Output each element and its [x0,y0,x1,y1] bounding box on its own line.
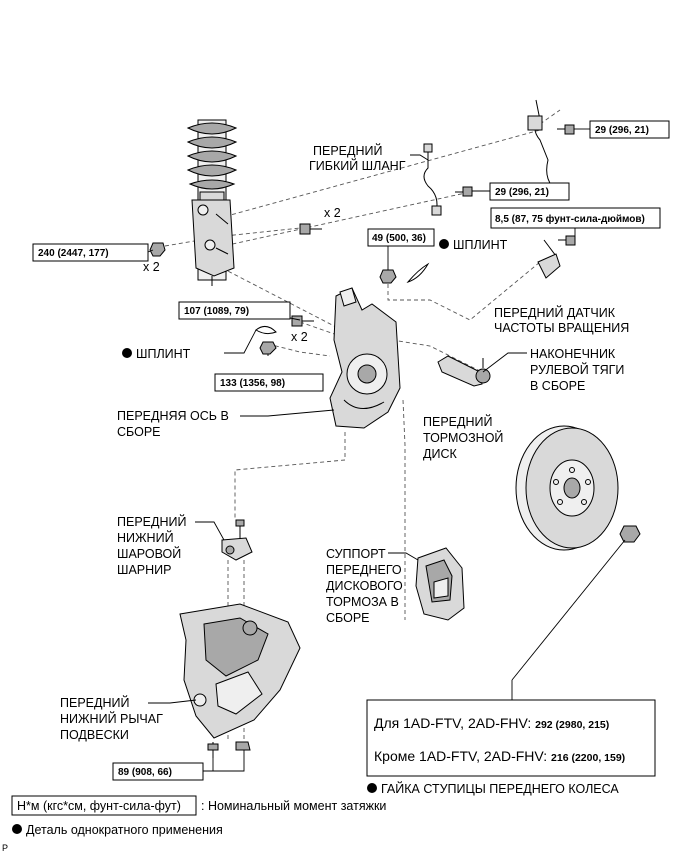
caliper-label-2: ПЕРЕДНЕГО [326,563,402,577]
flexible-hose [423,143,442,216]
tie-rod-end [437,355,491,387]
front-axle-label-2: СБОРЕ [117,425,161,439]
tie-rod-label-3: В СБОРЕ [530,379,585,393]
multiplier-strut-nut: x 2 [143,260,160,274]
label-lower-arm: ПЕРЕДНИЙ НИЖНИЙ РЫЧАГ ПОДВЕСКИ [60,695,163,742]
single-use-dot [122,348,132,358]
single-use-dot [12,824,22,834]
label-front-flexible-hose: ПЕРЕДНИЙ ГИБКИЙ ШЛАНГ [309,143,406,173]
multiplier-bolts: x 2 [324,206,341,220]
strut-bolt [299,223,322,235]
multiplier-axle-bolt: x 2 [291,330,308,344]
legend-unit-desc: : Номинальный момент затяжки [201,799,386,813]
speed-sensor [537,235,576,279]
torque-tierod-nut: 49 (500, 36) [367,228,435,247]
hose-bolt [455,186,473,197]
torque-lower-arm: 89 (908, 66) [112,762,204,781]
caliper-label-5: СБОРЕ [326,611,370,625]
torque-sensor: 8,5 (87, 75 фунт-сила-дюймов) [490,207,661,229]
brake-disc [515,425,619,551]
brake-disc-label-2: ТОРМОЗНОЙ [423,430,503,445]
hub-line2: Кроме 1AD-FTV, 2AD-FHV: 216 (2200, 159) [374,748,625,764]
label-cotter-pin-right: ШПЛИНТ [439,238,508,252]
lower-arm-bolts [207,741,251,758]
ball-joint-label-1: ПЕРЕДНИЙ [117,514,186,529]
speed-sensor-label-2: ЧАСТОТЫ ВРАЩЕНИЯ [494,321,629,335]
torque-top-right-text: 29 (296, 21) [595,125,649,136]
hub-nut-label: ГАЙКА СТУПИЦЫ ПЕРЕДНЕГО КОЛЕСА [381,781,619,796]
ball-joint [221,519,253,561]
front-axle-label-1: ПЕРЕДНЯЯ ОСЬ В [117,409,229,423]
tie-rod-nut [379,269,397,284]
torque-axle-text: 107 (1089, 79) [184,306,249,317]
hub-nut-torque-box: Для 1AD-FTV, 2AD-FHV: 292 (2980, 215) Кр… [366,699,656,777]
corner-mark: P [2,843,8,853]
single-use-dot [439,239,449,249]
legend-torque: Н*м (кгс*см, фунт-сила-фут) : Номинальны… [11,795,386,816]
torque-strut: 240 (2447, 177) [32,243,149,262]
hose-label-2: ГИБКИЙ ШЛАНГ [309,158,406,173]
lower-arm [179,603,301,739]
label-brake-caliper: СУППОРТ ПЕРЕДНЕГО ДИСКОВОГО ТОРМОЗА В СБ… [326,547,403,625]
brake-line-bracket [527,99,575,187]
ball-joint-label-3: ШАРОВОЙ [117,546,181,561]
cotter-pin-left [255,326,277,335]
single-use-dot [367,783,377,793]
label-lower-ball-joint: ПЕРЕДНИЙ НИЖНИЙ ШАРОВОЙ ШАРНИР [117,514,186,577]
coil-spring [186,122,238,190]
torque-ball-nut: 133 (1356, 98) [214,373,324,392]
torque-top-right: 29 (296, 21) [589,120,670,139]
lower-arm-label-3: ПОДВЕСКИ [60,728,129,742]
label-front-axle: ПЕРЕДНЯЯ ОСЬ В СБОРЕ [117,409,229,439]
label-hub-nut: ГАЙКА СТУПИЦЫ ПЕРЕДНЕГО КОЛЕСА [367,781,619,796]
torque-tierod-text: 49 (500, 36) [372,233,426,244]
cotter-pin-right [406,262,430,284]
brake-disc-label-3: ДИСК [423,447,457,461]
caliper-label-3: ДИСКОВОГО [326,579,403,593]
tie-rod-label-1: НАКОНЕЧНИК [530,347,616,361]
hub-line1: Для 1AD-FTV, 2AD-FHV: 292 (2980, 215) [374,715,609,731]
torque-sensor-text: 8,5 (87, 75 фунт-сила-дюймов) [495,213,645,225]
ball-joint-label-2: НИЖНИЙ [117,530,174,545]
torque-lower-arm-text: 89 (908, 66) [118,767,172,778]
axle-bolt [291,315,314,327]
leader-lines [147,128,626,772]
strut-assembly [186,119,238,286]
legend-single-use-text: Деталь однократного применения [26,823,223,837]
brake-caliper [415,547,465,621]
torque-axle-bolt: 107 (1089, 79) [178,301,291,320]
legend-unit-box: Н*м (кгс*см, фунт-сила-фут) [17,799,181,813]
speed-sensor-label-1: ПЕРЕДНИЙ ДАТЧИК [494,305,616,320]
caliper-label-4: ТОРМОЗА В [326,595,399,609]
lower-arm-label-2: НИЖНИЙ РЫЧАГ [60,711,163,726]
brake-disc-label-1: ПЕРЕДНИЙ [423,414,492,429]
ball-joint-nut [259,341,277,355]
tie-rod-label-2: РУЛЕВОЙ ТЯГИ [530,362,624,377]
label-brake-disc: ПЕРЕДНИЙ ТОРМОЗНОЙ ДИСК [423,414,503,461]
lower-arm-label-1: ПЕРЕДНИЙ [60,695,129,710]
torque-hose-text: 29 (296, 21) [495,187,549,198]
strut-nut [149,242,166,257]
label-tie-rod-end: НАКОНЕЧНИК РУЛЕВОЙ ТЯГИ В СБОРЕ [530,347,624,393]
steering-knuckle [329,287,401,429]
torque-ball-nut-text: 133 (1356, 98) [220,378,285,389]
cotter-pin-right-label: ШПЛИНТ [453,238,508,252]
ball-joint-label-4: ШАРНИР [117,563,171,577]
torque-strut-text: 240 (2447, 177) [38,248,109,259]
hose-label-1: ПЕРЕДНИЙ [313,143,382,158]
caliper-label-1: СУППОРТ [326,547,386,561]
hub-nut-part [619,525,641,543]
torque-hose: 29 (296, 21) [489,182,570,201]
label-cotter-pin-left: ШПЛИНТ [122,347,191,361]
legend-single-use: Деталь однократного применения [12,823,223,837]
label-speed-sensor: ПЕРЕДНИЙ ДАТЧИК ЧАСТОТЫ ВРАЩЕНИЯ [494,305,629,335]
cotter-pin-left-label: ШПЛИНТ [136,347,191,361]
